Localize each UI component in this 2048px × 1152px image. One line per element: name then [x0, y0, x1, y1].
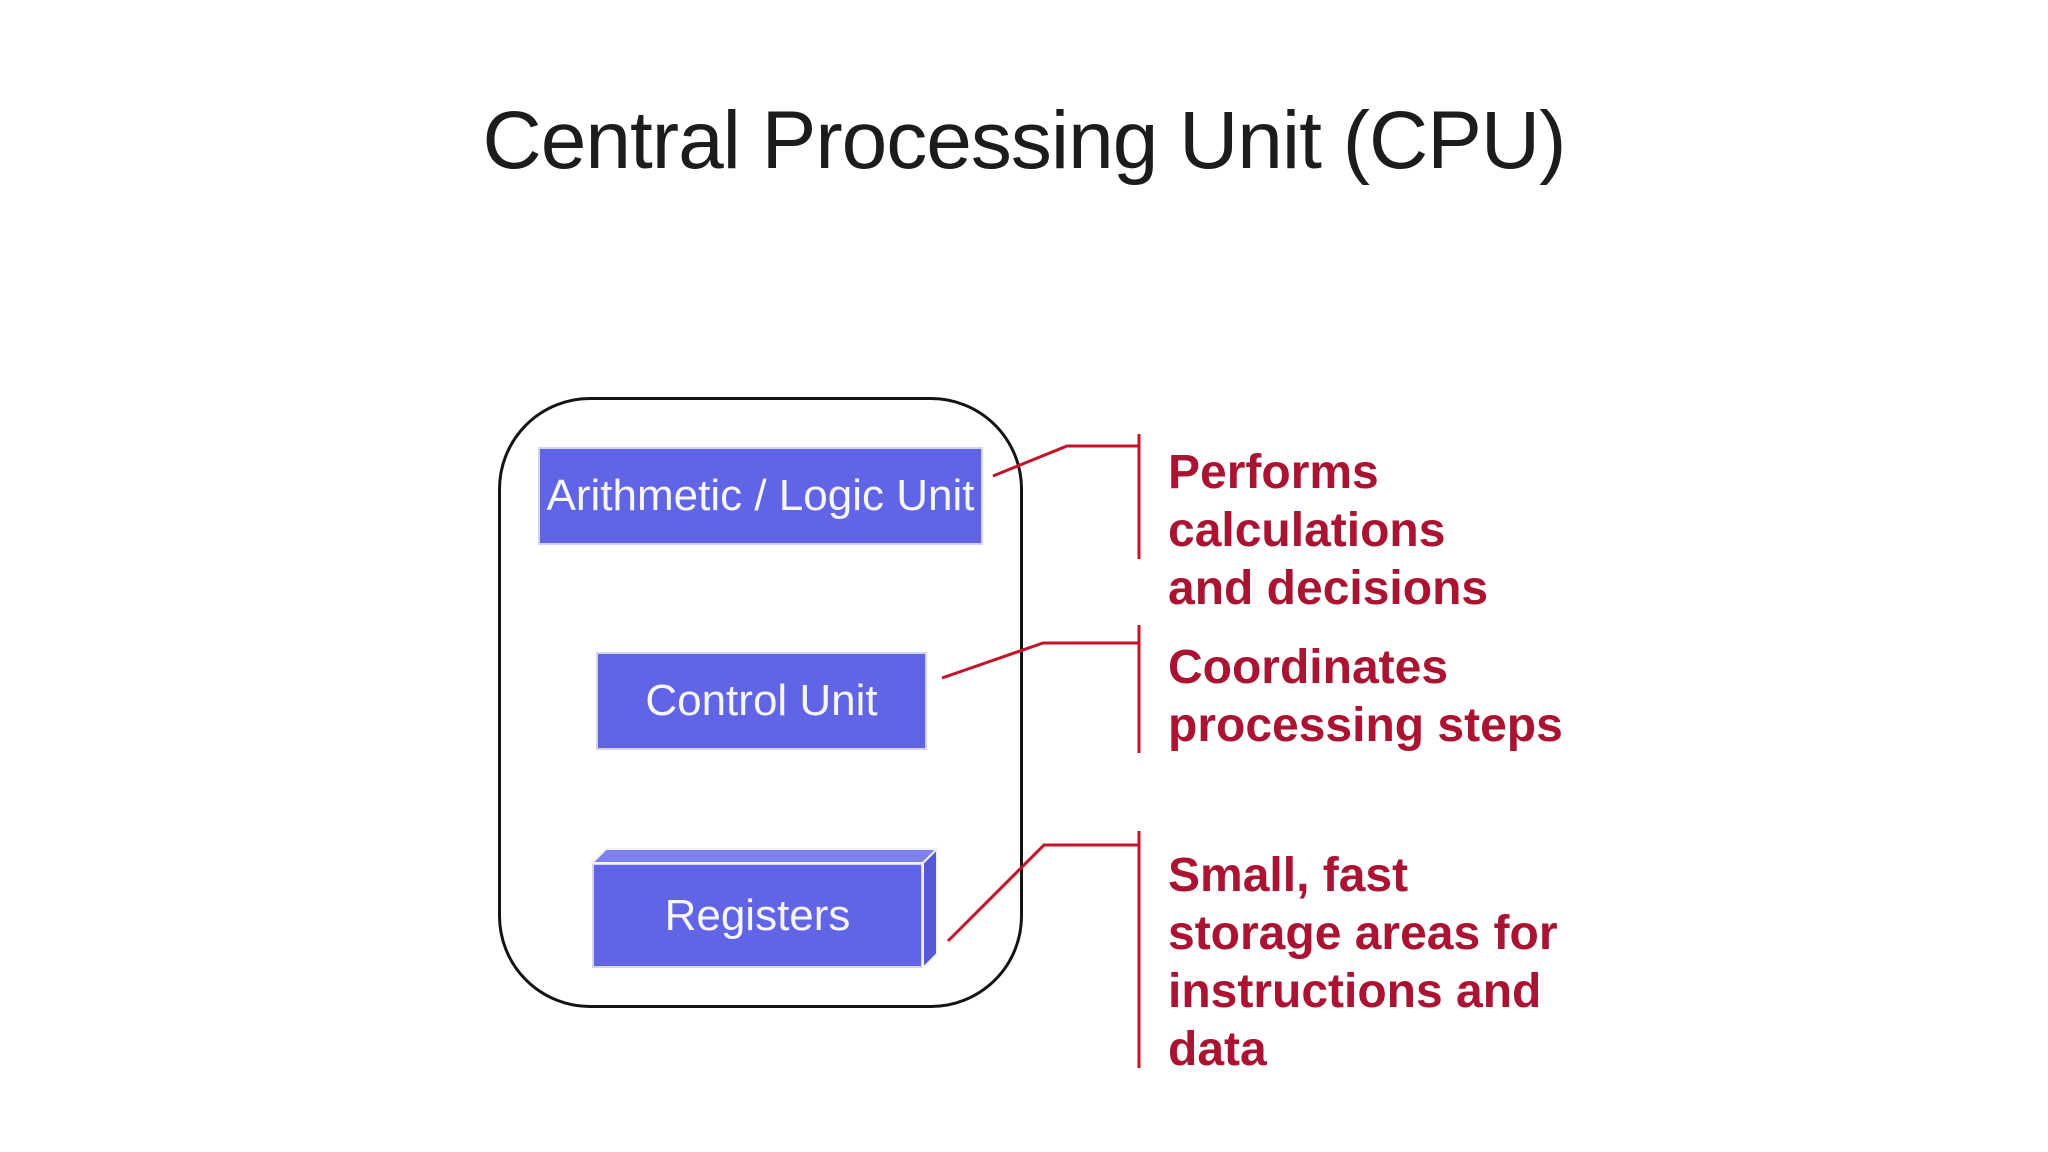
- control-unit-note: Coordinates processing steps: [1168, 641, 1563, 752]
- registers-box: Registers: [592, 863, 923, 968]
- control-unit-box: Control Unit: [596, 652, 927, 750]
- alu-note: Performs calculations and decisions: [1168, 446, 1489, 615]
- registers-box-label: Registers: [664, 890, 851, 940]
- page-title: Central Processing Unit (CPU): [482, 95, 1567, 186]
- alu-box: Arithmetic / Logic Unit: [538, 447, 983, 545]
- cpu-outline-container: [498, 397, 1023, 1008]
- alu-box-label: Arithmetic / Logic Unit: [546, 471, 975, 520]
- control-unit-box-label: Control Unit: [645, 676, 878, 725]
- registers-note: Small, fast storage areas for instructio…: [1168, 849, 1558, 1076]
